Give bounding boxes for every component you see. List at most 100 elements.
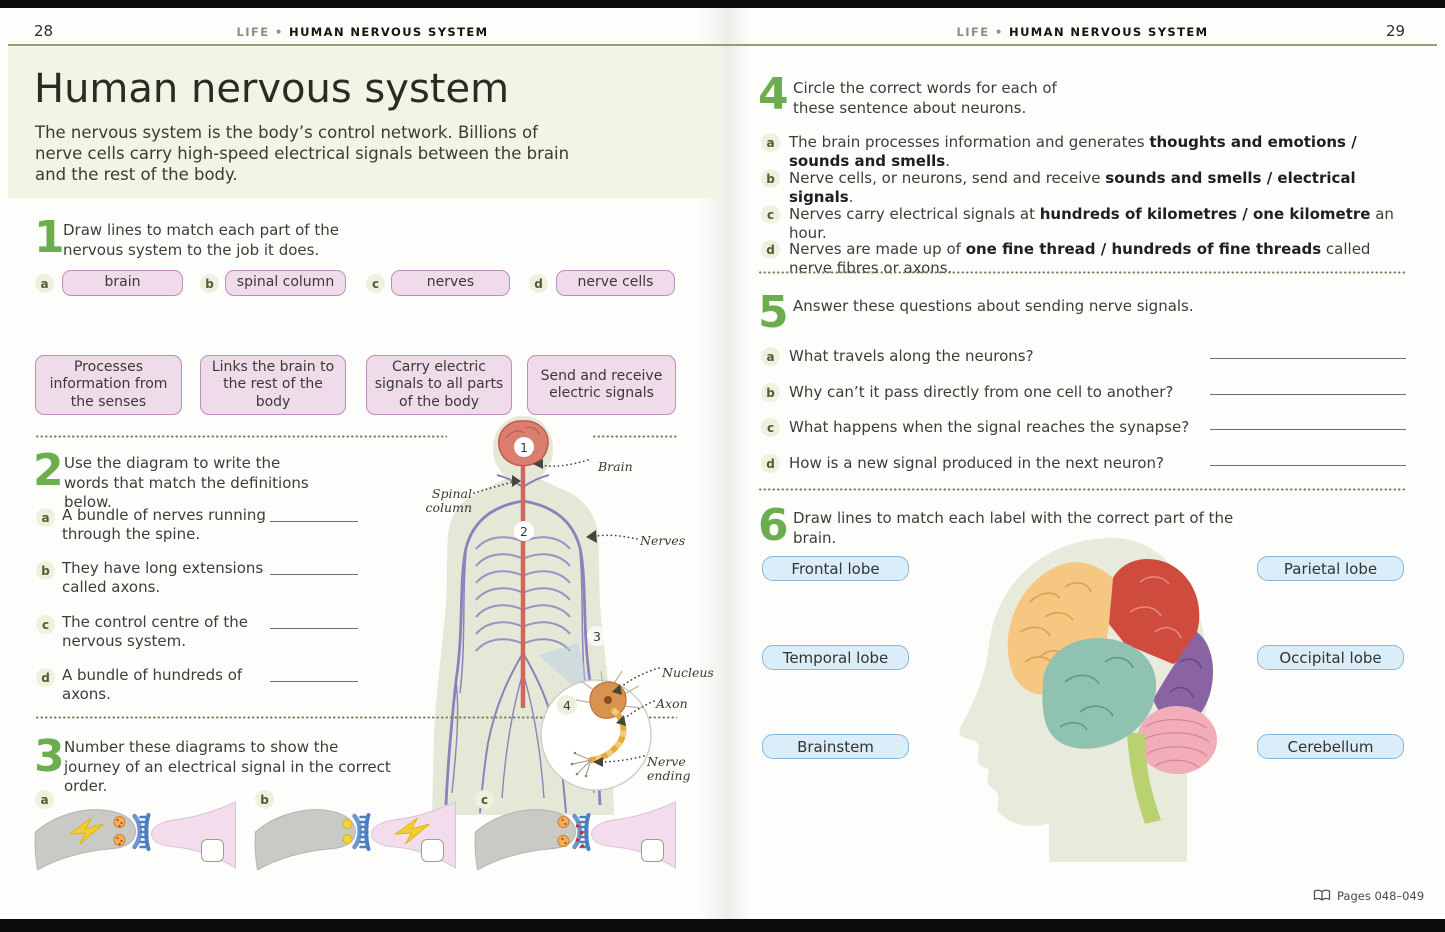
definition-d: A bundle of hundreds of axons. xyxy=(62,666,243,704)
exercise2-number: 2 xyxy=(33,445,64,496)
job-box-carry-signals[interactable]: Carry electric signals to all parts of t… xyxy=(366,355,512,415)
label-nerves: Nerves xyxy=(640,533,686,548)
definition-c: The control centre of the nervous system… xyxy=(62,613,248,651)
job-box-links-brain[interactable]: Links the brain to the rest of the body xyxy=(200,355,346,415)
answer-blank-5b[interactable] xyxy=(1210,394,1406,395)
exercise6-prompt: Draw lines to match each label with the … xyxy=(793,509,1234,547)
exercise1-prompt: Draw lines to match each part of the ner… xyxy=(63,221,339,259)
running-head-topic: HUMAN NERVOUS SYSTEM xyxy=(1009,25,1209,39)
exercise4-number: 4 xyxy=(758,69,789,120)
answer-blank-5c[interactable] xyxy=(1210,429,1406,430)
label-brain: Brain xyxy=(598,459,633,474)
footer-pages-ref: Pages 048–049 xyxy=(1313,888,1424,903)
exercise4-prompt: Circle the correct words for each of the… xyxy=(793,79,1057,117)
item-letter-a: a xyxy=(36,508,55,527)
sentence-post: . xyxy=(945,152,950,171)
page-number-left: 28 xyxy=(34,22,54,40)
definition-a: A bundle of nerves running through the s… xyxy=(62,506,266,544)
exercise1-number: 1 xyxy=(34,212,65,263)
label-nerve-ending: Nerve ending xyxy=(647,754,691,784)
item-letter-b: b xyxy=(36,561,55,580)
item-letter-c: c xyxy=(36,615,55,634)
question-d: How is a new signal produced in the next… xyxy=(789,454,1164,472)
divider-dotted xyxy=(758,271,1405,274)
intro-text: The nervous system is the body’s control… xyxy=(35,123,570,185)
running-head-section: LIFE xyxy=(236,25,270,39)
divider-dotted xyxy=(592,435,677,438)
running-head-topic: HUMAN NERVOUS SYSTEM xyxy=(289,25,489,39)
head-brain-illustration xyxy=(959,537,1217,862)
answer-blank-5d[interactable] xyxy=(1210,465,1406,466)
match-box-nerve-cells[interactable]: nerve cells xyxy=(556,270,675,296)
divider-dotted xyxy=(35,435,447,438)
choice-options[interactable]: thoughts and emotions / sounds and smell… xyxy=(789,133,1357,171)
sentence-post: . xyxy=(848,188,854,207)
top-black-bar xyxy=(0,0,1445,8)
running-head-left: LIFE • HUMAN NERVOUS SYSTEM xyxy=(170,25,555,39)
diagram-letter-a: a xyxy=(35,790,54,809)
answer-blank-2d[interactable] xyxy=(270,681,358,682)
brain-label-parietal-lobe[interactable]: Parietal lobe xyxy=(1257,556,1404,581)
bullet-separator: • xyxy=(274,25,284,39)
item-letter-d: d xyxy=(761,240,780,259)
sentence-a: The brain processes information and gene… xyxy=(789,133,1404,171)
answer-blank-2c[interactable] xyxy=(270,628,358,629)
nervous-system-illustration xyxy=(432,416,660,815)
divider-dotted xyxy=(758,488,1405,491)
item-letter-b: b xyxy=(761,383,780,402)
definition-b: They have long extensions called axons. xyxy=(62,559,264,597)
choice-options[interactable]: sounds and smells / electrical signals xyxy=(789,169,1356,207)
diagram-letter-c: c xyxy=(475,790,494,809)
page-number-right: 29 xyxy=(1386,22,1406,40)
bullet-separator: • xyxy=(994,25,1004,39)
diagram-marker-4: 4 xyxy=(557,695,577,715)
exercise3-number: 3 xyxy=(34,731,65,782)
question-a: What travels along the neurons? xyxy=(789,347,1034,365)
order-checkbox-c[interactable] xyxy=(641,839,664,862)
question-c: What happens when the signal reaches the… xyxy=(789,418,1190,436)
item-letter-a: a xyxy=(761,133,780,152)
exercise6-number: 6 xyxy=(758,500,789,551)
sentence-pre: Nerves are made up of xyxy=(789,240,966,258)
sentence-b: Nerve cells, or neurons, send and receiv… xyxy=(789,169,1404,207)
running-head-right: LIFE • HUMAN NERVOUS SYSTEM xyxy=(890,25,1275,39)
diagram-marker-2: 2 xyxy=(514,521,534,541)
brain-label-frontal-lobe[interactable]: Frontal lobe xyxy=(762,556,909,581)
job-box-send-receive[interactable]: Send and receive electric signals xyxy=(527,355,676,415)
match-box-spinal-column[interactable]: spinal column xyxy=(225,270,346,296)
sentence-c: Nerves carry electrical signals at hundr… xyxy=(789,205,1404,243)
job-box-senses[interactable]: Processes information from the senses xyxy=(35,355,182,415)
item-letter-d: d xyxy=(761,454,780,473)
match-box-nerves[interactable]: nerves xyxy=(391,270,510,296)
diagram-letter-b: b xyxy=(255,790,274,809)
choice-options[interactable]: one fine thread / hundreds of fine threa… xyxy=(965,240,1322,258)
match-box-brain[interactable]: brain xyxy=(62,270,183,296)
sentence-pre: The brain processes information and gene… xyxy=(789,133,1150,151)
order-checkbox-b[interactable] xyxy=(421,839,444,862)
order-checkbox-a[interactable] xyxy=(201,839,224,862)
brain-label-occipital-lobe[interactable]: Occipital lobe xyxy=(1257,645,1404,670)
answer-blank-2a[interactable] xyxy=(270,521,358,522)
diagram-marker-1: 1 xyxy=(514,437,534,457)
option-letter-c: c xyxy=(366,274,385,293)
answer-blank-5a[interactable] xyxy=(1210,358,1406,359)
brain-label-temporal-lobe[interactable]: Temporal lobe xyxy=(762,645,909,670)
choice-options[interactable]: hundreds of kilometres / one kilometre xyxy=(1039,205,1371,223)
brain-label-cerebellum[interactable]: Cerebellum xyxy=(1257,734,1404,759)
item-letter-c: c xyxy=(761,205,780,224)
brain-label-brainstem[interactable]: Brainstem xyxy=(762,734,909,759)
open-book-icon xyxy=(1313,889,1331,901)
option-letter-d: d xyxy=(529,274,548,293)
running-head-section: LIFE xyxy=(956,25,990,39)
label-nucleus: Nucleus xyxy=(662,665,714,680)
answer-blank-2b[interactable] xyxy=(270,574,358,575)
sentence-pre: Nerve cells, or neurons, send and receiv… xyxy=(789,169,1106,187)
exercise5-prompt: Answer these questions about sending ner… xyxy=(793,297,1194,315)
item-letter-a: a xyxy=(761,347,780,366)
question-b: Why can’t it pass directly from one cell… xyxy=(789,383,1174,401)
diagram-marker-3: 3 xyxy=(587,626,607,646)
bottom-black-bar xyxy=(0,919,1445,932)
exercise3-prompt: Number these diagrams to show the journe… xyxy=(64,738,391,795)
header-rule xyxy=(8,44,1437,46)
